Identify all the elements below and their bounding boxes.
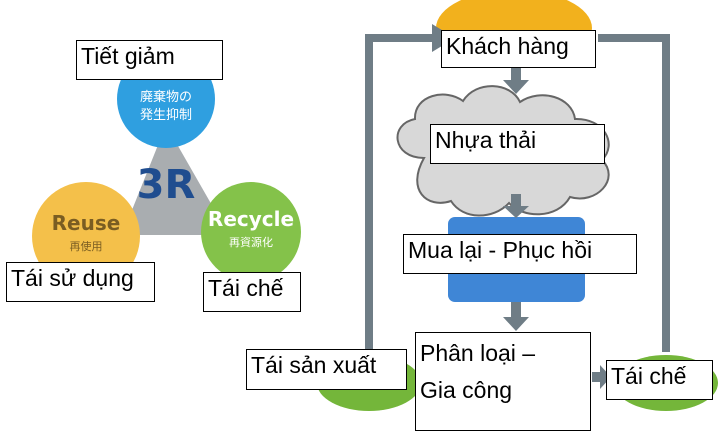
sorting-label: Phân loại – Gia công (415, 332, 591, 431)
remanufacture-label: Tái sản xuất (246, 349, 407, 390)
customer-label: Khách hàng (441, 30, 596, 68)
right-recycle-label: Tái chế (606, 360, 713, 400)
recycle-jp-label: 再資源化 (229, 235, 273, 249)
reduce-jp-line2: 発生抑制 (140, 108, 192, 123)
recycle-en-label: Recycle (208, 207, 294, 231)
reduce-vi-label: Tiết giảm (76, 40, 223, 80)
arrow-icon (600, 365, 611, 389)
arrow-stem-1 (511, 67, 521, 80)
arrow-stem-3 (511, 302, 521, 317)
recycle-vi-label: Tái chế (203, 272, 301, 312)
reduce-jp-line1: 廃棄物の (140, 89, 192, 105)
recycle-circle (201, 182, 301, 282)
reuse-jp-label: 再使用 (70, 240, 103, 253)
arrow-icon (503, 206, 529, 218)
left-loop-line (365, 34, 432, 352)
3r-triangle (122, 125, 229, 235)
arrow-icon (503, 80, 529, 94)
sorting-line-1: Phân loại – (420, 340, 536, 366)
sorting-line-2: Gia công (420, 376, 513, 403)
reuse-vi-label: Tái sử dụng (6, 262, 155, 302)
reuse-en-label: Reuse (52, 211, 121, 235)
arrow-stem-4 (592, 372, 600, 382)
center-3r-label: 3R (137, 162, 196, 208)
arrow-stem-2 (511, 194, 521, 206)
plastic-waste-label: Nhựa thải (430, 124, 605, 164)
arrow-icon (503, 317, 529, 331)
buyback-label: Mua lại - Phục hồi (403, 234, 637, 274)
right-loop-line (598, 34, 670, 352)
